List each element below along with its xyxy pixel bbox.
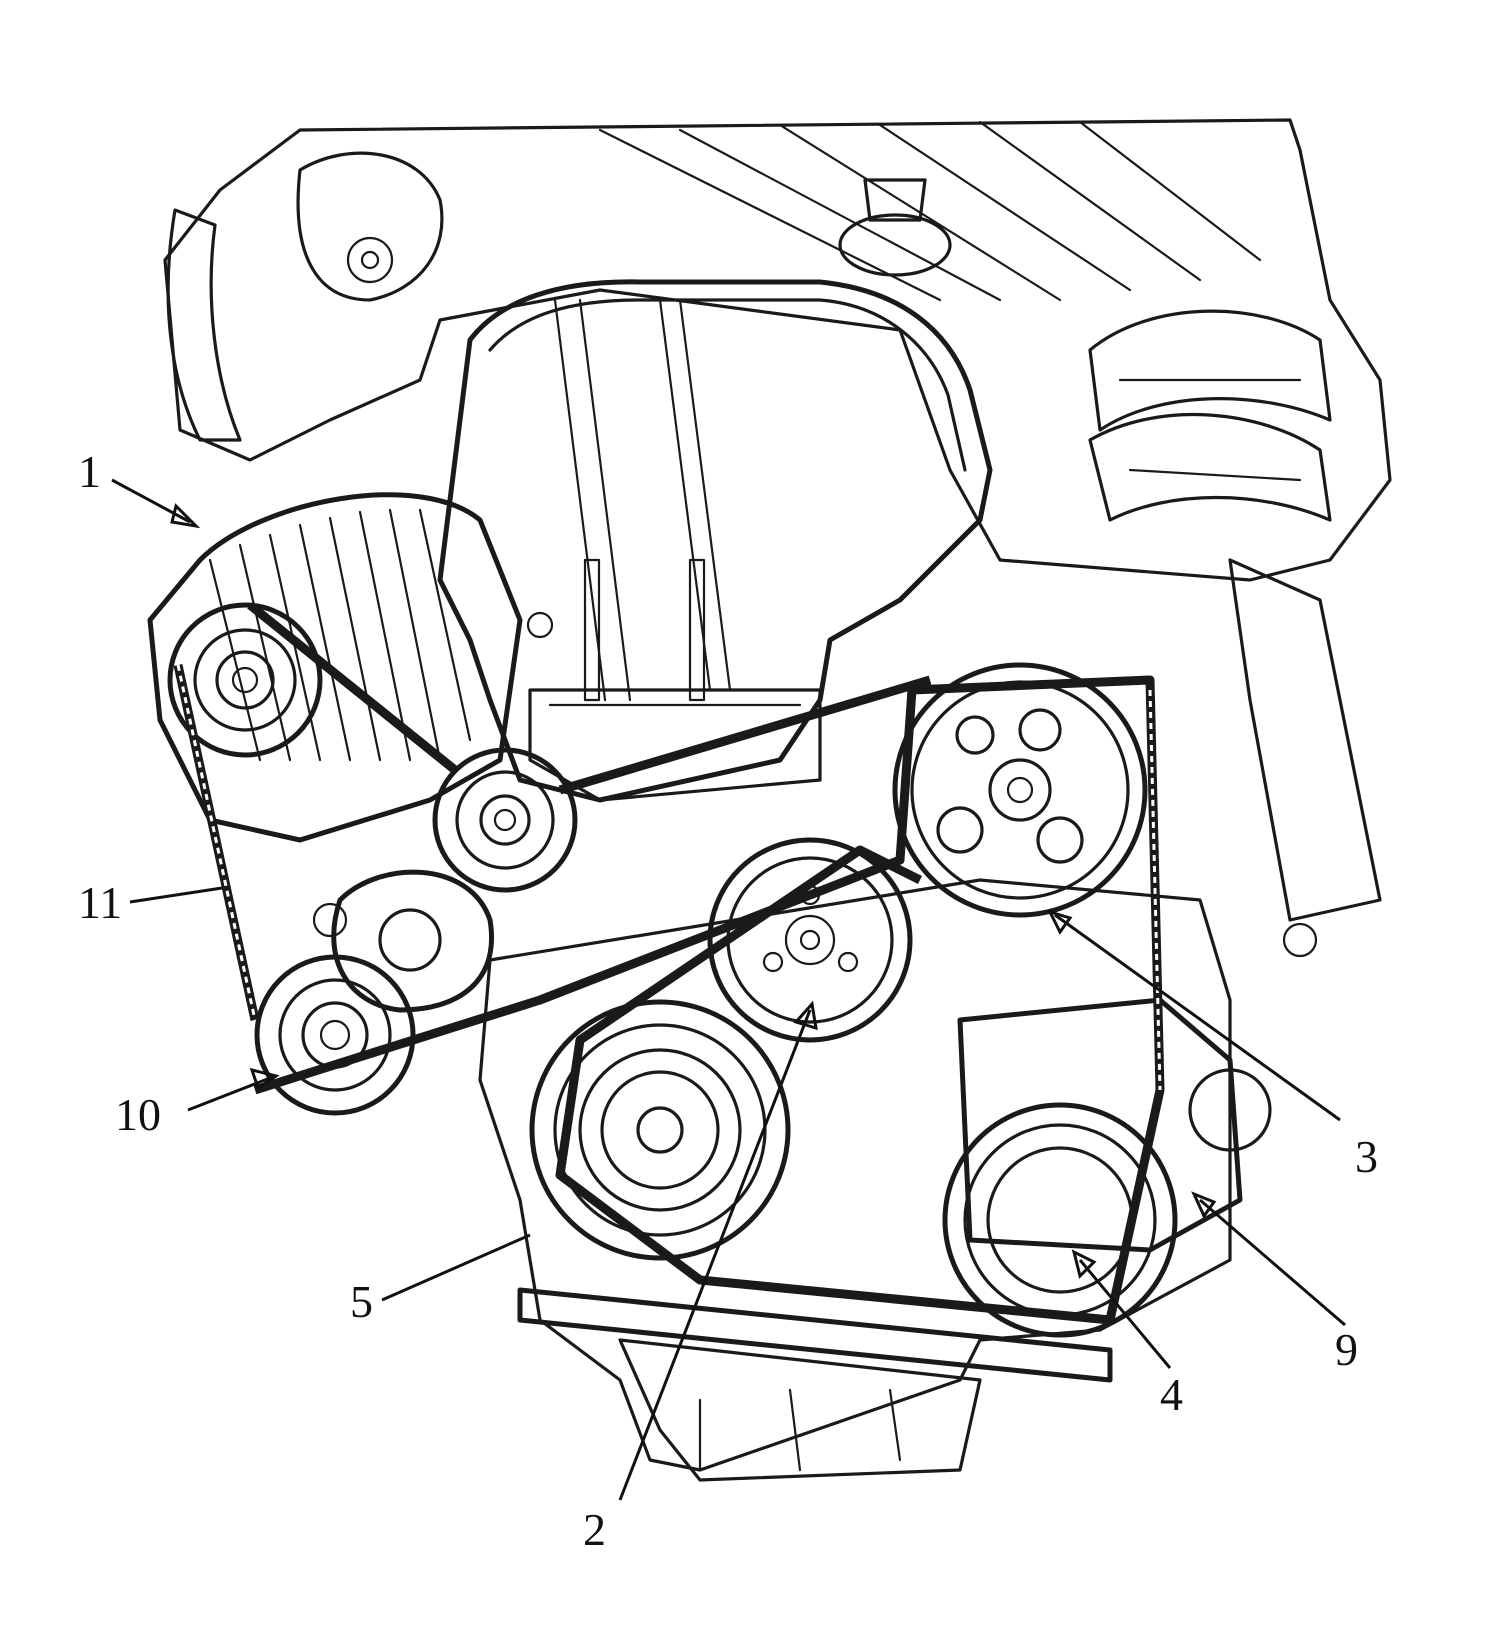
callouts: 1 11 10 5 2 4 9 3 [78, 446, 1378, 1555]
idler-pulley-upper [432, 747, 578, 893]
callout-11: 11 [78, 877, 122, 928]
leader-lines [111, 478, 1346, 1501]
cylinder-head [163, 118, 1392, 958]
callout-4: 4 [1160, 1369, 1183, 1420]
tensioner [312, 869, 494, 1013]
callout-3: 3 [1355, 1131, 1378, 1182]
alternator [147, 492, 523, 843]
ac-compressor [942, 997, 1272, 1338]
crankshaft-pulley [529, 999, 791, 1261]
engine-lower-block [478, 878, 1232, 1482]
timing-cover [437, 279, 993, 803]
callout-1: 1 [78, 446, 101, 497]
callout-9: 9 [1335, 1324, 1358, 1375]
callout-2: 2 [583, 1504, 606, 1555]
serpentine-belt [173, 601, 1165, 1325]
idler-pulley-lower [254, 954, 416, 1116]
callout-5: 5 [350, 1276, 373, 1327]
power-steering-pulley [892, 662, 1148, 918]
callout-10: 10 [115, 1089, 161, 1140]
